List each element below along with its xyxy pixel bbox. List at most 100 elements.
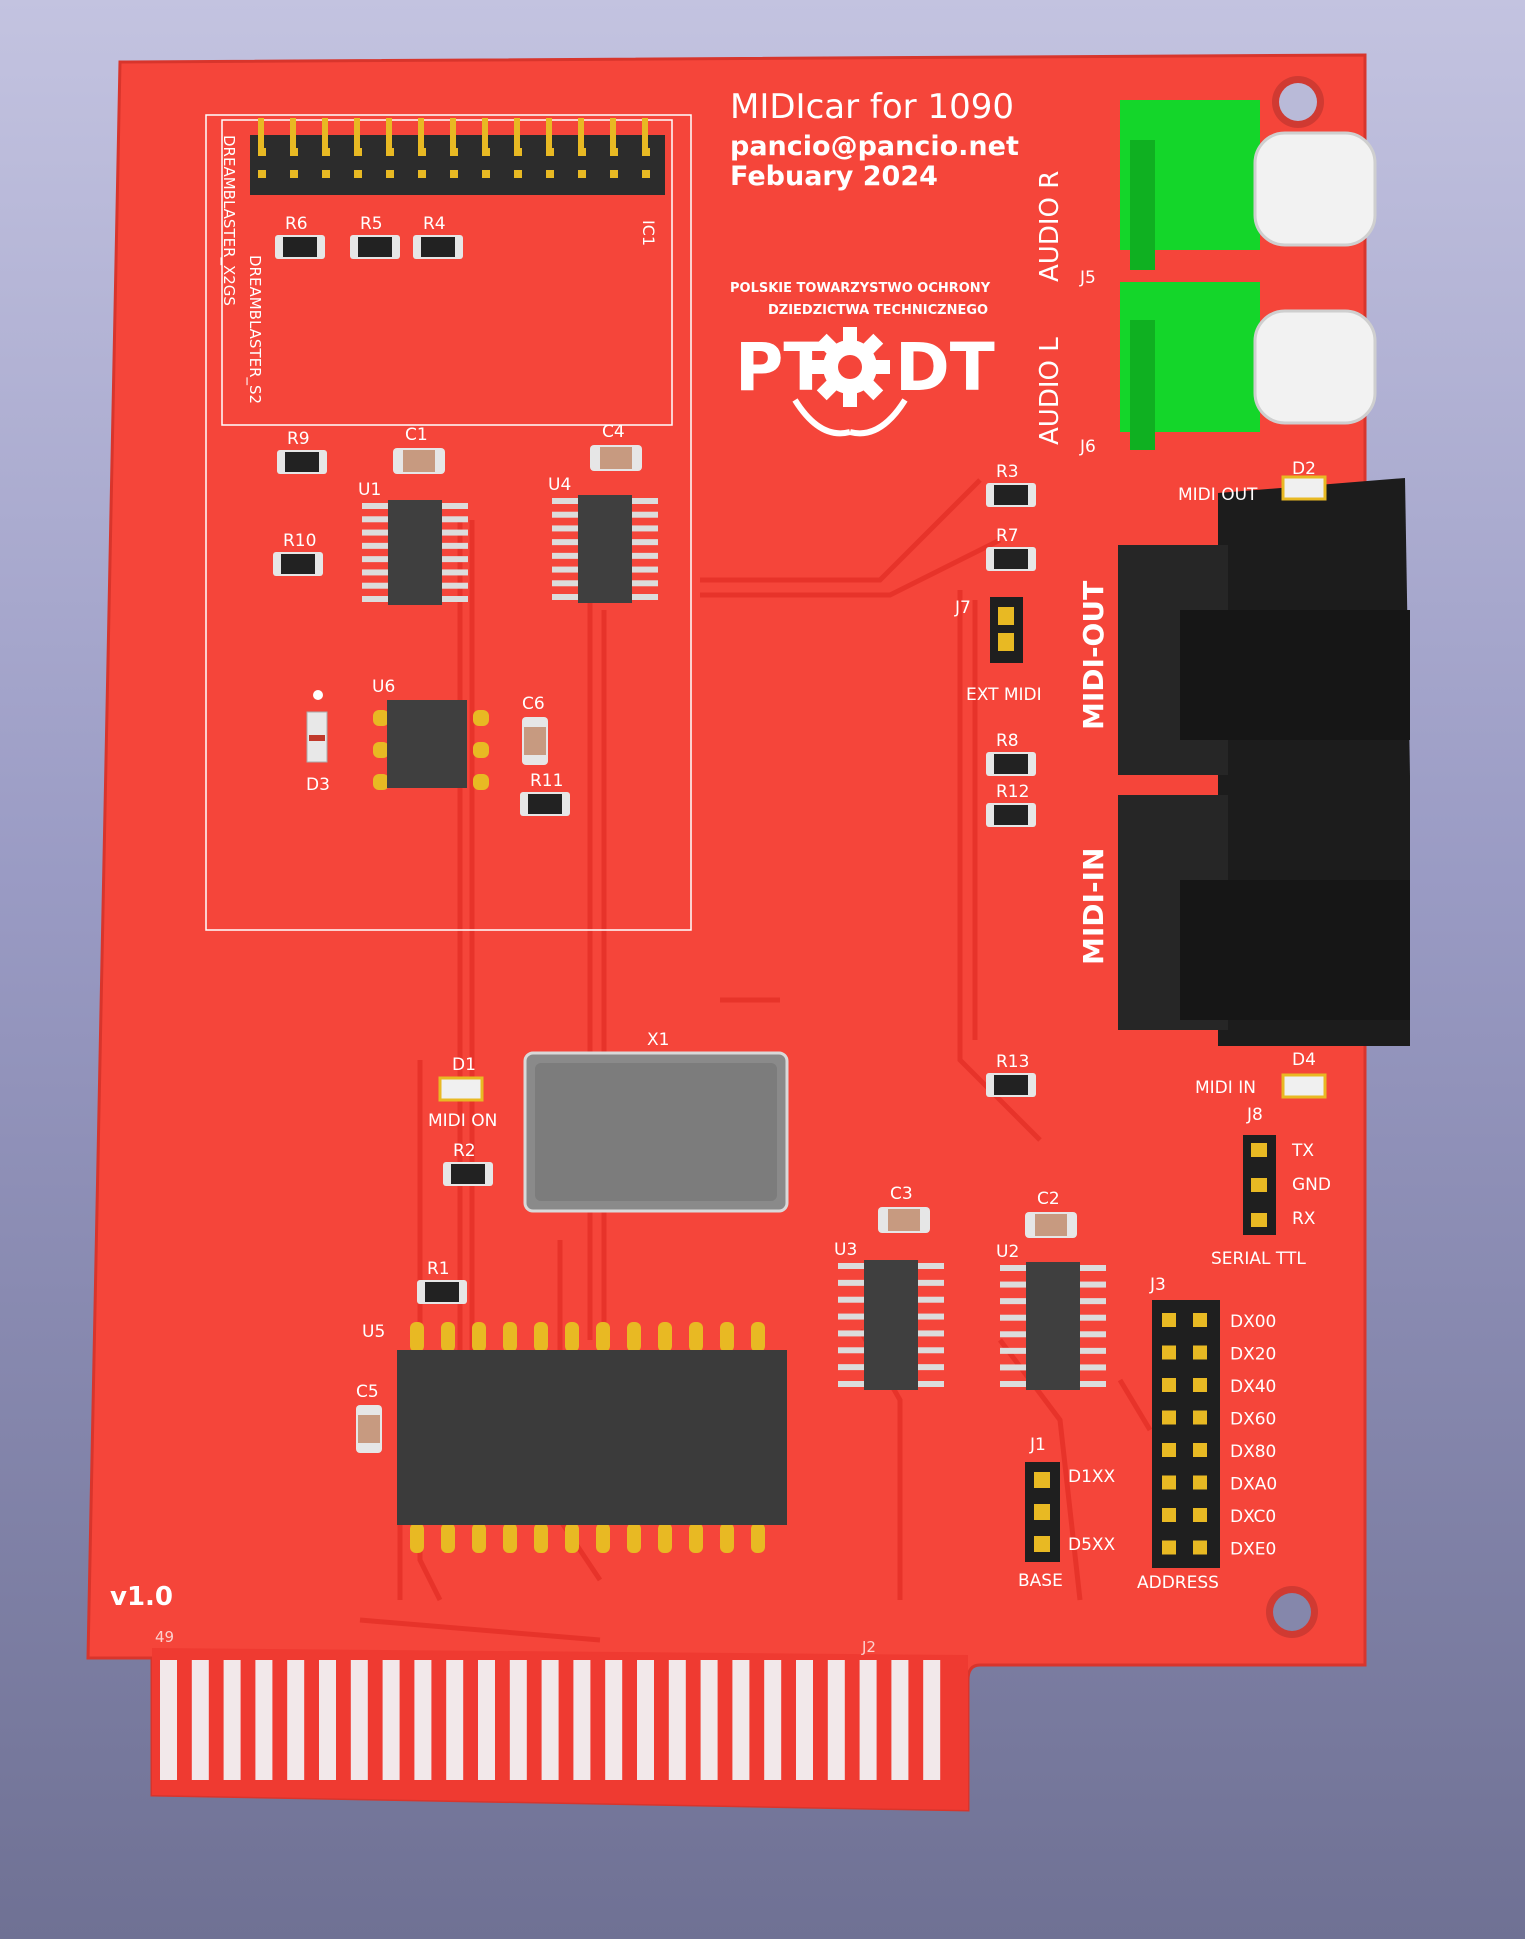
u5-pin [503,1322,517,1352]
j3-pin [1193,1313,1207,1327]
header-pin [450,118,456,148]
edge-finger [287,1660,305,1780]
edge-finger [827,1660,845,1780]
base-label: BASE [1018,1571,1063,1591]
j3-label: J3 [1149,1275,1166,1295]
header-pad [642,148,650,156]
logo-right: DT [895,329,995,406]
u5-pin [751,1322,765,1352]
j3-pin [1162,1475,1176,1490]
header-pad [610,148,618,156]
header-pin [386,118,392,148]
leds [306,475,1327,1102]
midi-on-label: MIDI ON [428,1111,497,1131]
resistor-r5: R5 [350,214,400,259]
c2-label: C2 [1037,1189,1060,1209]
address-option-label: DX40 [1230,1377,1276,1397]
u5-dip [397,1322,787,1553]
header-pin [258,118,264,148]
address-option-label: DX80 [1230,1442,1276,1462]
j7-label: J7 [954,598,971,618]
resistor-r1: R1 [417,1259,467,1304]
c5-label: C5 [356,1382,379,1402]
u5-pin [472,1523,486,1553]
pin-header [250,118,665,195]
u1-label: U1 [358,480,381,500]
resistor-r2: R2 [443,1141,493,1186]
u5-pin [689,1322,703,1352]
u5-pin [410,1523,424,1553]
u5-pin [658,1322,672,1352]
chip-u4: U4 [548,475,658,603]
r6-label: R6 [285,214,308,234]
r4-label: R4 [423,214,446,234]
header-pad [514,170,522,178]
c4-label: C4 [602,422,625,442]
dreamblaster-outlines [205,114,692,931]
header-pad [290,148,298,156]
u5-pin [441,1523,455,1553]
j3-pin [1193,1345,1207,1360]
j3-pin [1193,1410,1207,1425]
header-pad [322,170,330,178]
r3-label: R3 [996,462,1019,482]
resistor-r8: R8 [986,731,1036,776]
outline-label-s2: DREAMBLASTER_S2 [245,255,264,404]
header-pin [354,118,360,148]
r8-label: R8 [996,731,1019,751]
resistor-r6: R6 [275,214,325,259]
header-pad [418,148,426,156]
j1-label: J1 [1029,1435,1046,1455]
u5-label: U5 [362,1322,385,1342]
capacitor-c1: C1 [393,425,445,474]
r1-label: R1 [427,1259,450,1279]
u5-pin [441,1322,455,1352]
header-pin [578,118,584,148]
edge-finger [223,1660,241,1780]
tx-label: TX [1291,1141,1314,1161]
header-pad [354,170,362,178]
d2-label: D2 [1292,459,1316,479]
j3-pin [1162,1410,1176,1425]
edge-finger [573,1660,591,1780]
logo-line-1: POLSKIE TOWARZYSTWO OCHRONY [730,281,991,296]
header-pin [418,118,424,148]
d3-stripe [309,735,325,741]
header-pad [258,148,266,156]
resistor-r7: R7 [986,526,1036,571]
address-option-label: DX00 [1230,1312,1276,1332]
u5-pin [751,1523,765,1553]
header-pin [642,118,648,148]
chip-u3: U3 [834,1240,944,1390]
header-pad [386,170,394,178]
u5-pin [565,1322,579,1352]
r13-label: R13 [996,1052,1029,1072]
capacitor-c6: C6 [522,694,548,765]
header-pad [610,170,618,178]
u2-label: U2 [996,1242,1019,1262]
midi-out-din [1118,478,1410,776]
j3-pin [1162,1345,1176,1360]
r5-label: R5 [360,214,383,234]
resistor-r4: R4 [413,214,463,259]
j3-pin [1162,1443,1176,1457]
j3-pin [1162,1378,1176,1392]
j3-address-header [1152,1300,1220,1568]
u5-pin [565,1523,579,1553]
edge-connector-tab [152,1648,968,1810]
audio-l-label: AUDIO L [1035,337,1065,445]
crystal-x1 [523,1051,789,1213]
u5-pin [410,1322,424,1352]
d3-label: D3 [306,775,330,795]
u5-pin [627,1322,641,1352]
j6-label: J6 [1079,437,1096,457]
j8-label: J8 [1246,1105,1263,1125]
resistor-r13: R13 [986,1052,1036,1097]
j5-label: J5 [1079,268,1096,288]
resistor-r12: R12 [986,782,1036,827]
audio-jack-l [1120,282,1377,450]
r2-label: R2 [453,1141,476,1161]
midi-in-led-label: MIDI IN [1195,1078,1256,1098]
address-option-label: DX20 [1230,1345,1276,1365]
resistor-r10: R10 [273,531,323,576]
